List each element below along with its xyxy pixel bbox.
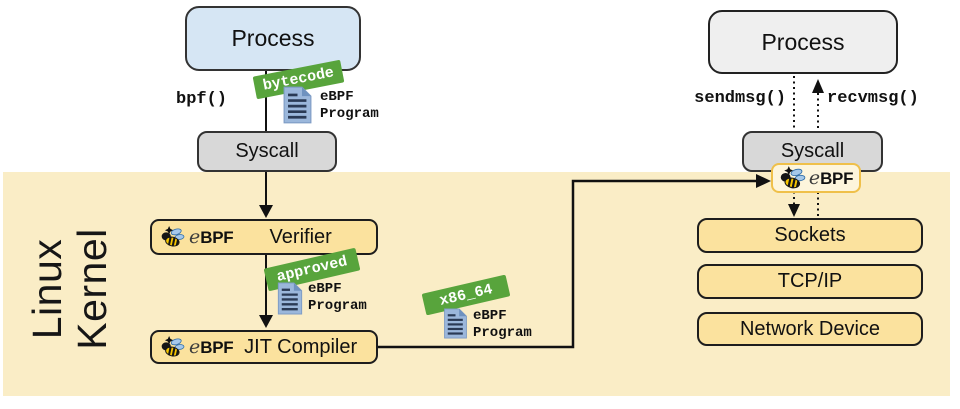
tcpip-label: TCP/IP: [777, 270, 843, 292]
network-device-box: Network Device: [697, 312, 923, 346]
ebpf-program-label: eBPF Program: [473, 308, 532, 342]
ebpf-bee-icon: [160, 226, 186, 248]
ebpf-bee-icon: [779, 166, 807, 190]
bpf-syscall-label: bpf(): [176, 90, 228, 109]
syscall-left-label: Syscall: [235, 140, 299, 162]
syscall-right-label: Syscall: [780, 140, 845, 162]
ebpf-program-label-line1: eBPF: [473, 308, 507, 324]
ebpf-program-document-icon: [283, 86, 312, 124]
linux-kernel-label: Linux Kernel: [22, 179, 118, 399]
process-box-right: Process: [708, 10, 898, 74]
network-device-label: Network Device: [739, 317, 881, 340]
kernel-label-line2: Kernel: [69, 228, 115, 350]
ebpf-logo-e: e: [189, 226, 201, 248]
ebpf-program-document-icon: [277, 282, 303, 315]
ebpf-logo-e: e: [808, 167, 821, 189]
process-left-label: Process: [231, 25, 315, 51]
sendmsg-label: sendmsg(): [694, 89, 786, 108]
kernel-label-line1: Linux: [24, 238, 70, 340]
jit-compiler-label: JIT Compiler: [244, 335, 358, 358]
ebpf-program-label-line1: eBPF: [320, 89, 354, 105]
ebpf-logo-bpf: BPF: [820, 169, 854, 188]
sockets-box: Sockets: [697, 218, 923, 253]
tcpip-box: TCP/IP: [697, 264, 923, 299]
recvmsg-label: recvmsg(): [827, 89, 919, 108]
syscall-box-left: Syscall: [197, 131, 337, 172]
ebpf-program-label-line2: Program: [308, 298, 367, 314]
recvmsg-arrowhead: [812, 79, 824, 93]
ebpf-program-label: eBPF Program: [308, 281, 367, 315]
ebpf-program-document-icon: [443, 308, 468, 339]
ebpf-logo-bpf: BPF: [200, 338, 234, 357]
ebpf-program-label: eBPF Program: [320, 89, 379, 123]
verifier-label: Verifier: [269, 225, 332, 248]
process-right-label: Process: [761, 28, 845, 55]
ebpf-logo-e: e: [189, 336, 201, 358]
ebpf-bee-icon: [160, 336, 186, 358]
sockets-label: Sockets: [774, 224, 846, 246]
ebpf-program-label-line2: Program: [473, 325, 532, 341]
ebpf-program-label-line1: eBPF: [308, 281, 342, 297]
ebpf-logo-bpf: BPF: [200, 228, 234, 247]
ebpf-program-label-line2: Program: [320, 106, 379, 122]
process-box-left: Process: [185, 6, 361, 71]
